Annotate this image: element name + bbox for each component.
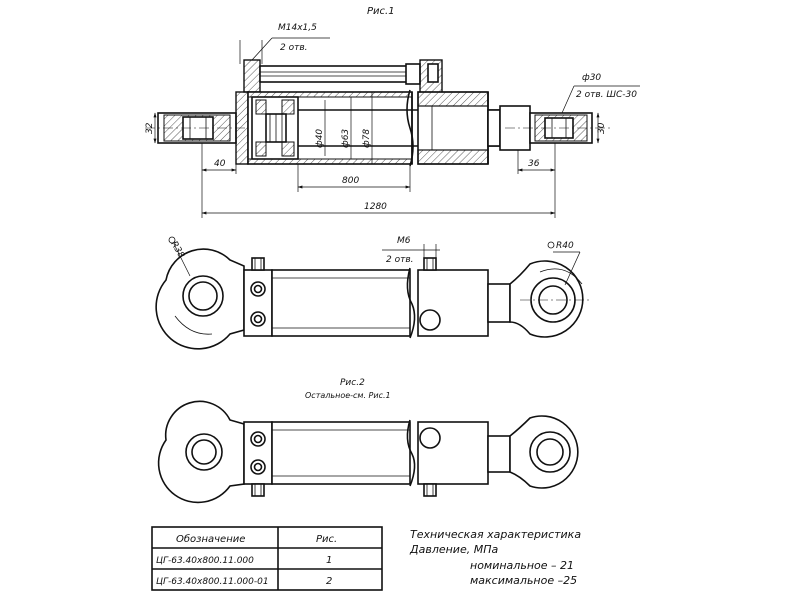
table-header-designation: Обозначение [176,533,245,545]
dim-pin-dia: ф30 [582,73,601,83]
dim-left-eye-h: 32 [145,122,155,134]
table-row-2-fig: 2 [326,576,332,587]
dim-total-len: 1280 [364,202,387,212]
figure-2-view: Рис.2 Остальное-см. Рис.1 [157,378,579,504]
dim-pin-note: 2 отв. ШС-30 [576,90,637,100]
dim-thread-top: M14x1,5 [278,23,317,33]
dim-m6-count: 2 отв. [386,255,414,265]
table-row-1-fig: 1 [326,555,332,566]
dim-thread-top-count: 2 отв. [280,43,308,53]
designation-table: Обозначение Рис. ЦГ-63.40х800.11.000 1 Ц… [151,526,383,591]
figure-1-view: R38 R40 M6 2 отв. [155,236,590,350]
dim-right-offset: 36 [528,159,540,169]
dim-left-offset: 40 [214,159,226,169]
dim-m6: M6 [397,236,411,246]
fig2-note: Остальное-см. Рис.1 [305,391,391,400]
dim-rod-dia: ф40 [315,129,325,148]
figure-1-section: Рис.1 [145,6,640,218]
spec-nominal: номинальное – 21 [470,559,574,572]
dim-r-right: R40 [556,241,574,251]
technical-spec: Техническая характеристика Давление, МПа… [409,528,581,587]
dim-bore-dia: ф78 [362,129,372,148]
dim-right-eye-h: 30 [597,122,607,134]
dim-stroke: 800 [342,176,359,186]
fig1-title: Рис.1 [367,6,395,17]
spec-title: Техническая характеристика [410,528,581,541]
dim-piston-dia: ф63 [341,129,351,148]
table-row-2-designation: ЦГ-63.40х800.11.000-01 [156,577,269,587]
fig2-title: Рис.2 [340,378,365,388]
table-row-1-designation: ЦГ-63.40х800.11.000 [156,556,254,566]
spec-pressure: Давление, МПа [409,543,498,556]
spec-maximum: максимальное –25 [470,574,577,587]
table-header-fig: Рис. [316,534,337,545]
